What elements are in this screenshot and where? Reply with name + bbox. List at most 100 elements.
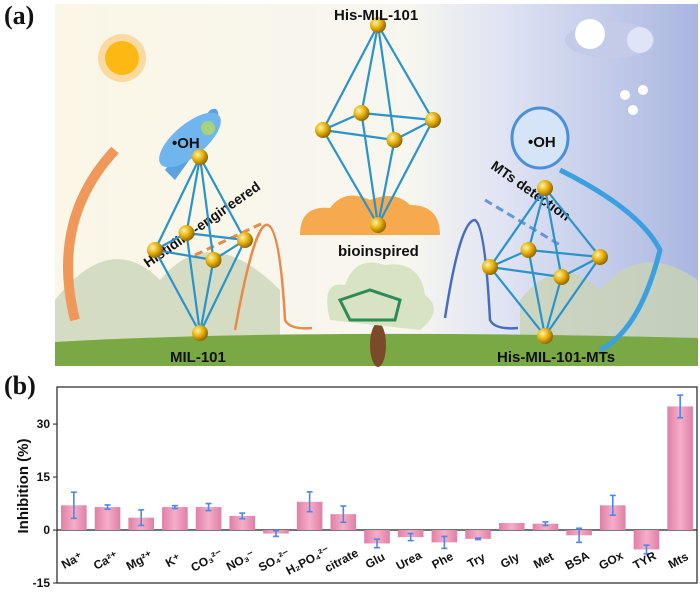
bar: [465, 530, 491, 539]
metal-node: [237, 232, 253, 248]
bond: [528, 248, 601, 259]
bar: [667, 406, 693, 531]
rain-cloud-icon: [565, 19, 655, 115]
metal-node: [192, 149, 208, 165]
metal-node: [370, 217, 386, 233]
panel-a-label: (a): [4, 1, 34, 30]
metal-node: [370, 17, 386, 33]
orange-cloud: [300, 195, 440, 235]
balloon-oh-label: •OH: [528, 134, 556, 151]
error-bar: [171, 504, 178, 510]
x-tick-label: K⁺: [163, 551, 183, 570]
rocket-icon: [63, 108, 221, 322]
bar: [162, 507, 188, 531]
bond: [199, 156, 246, 241]
bond: [543, 187, 563, 278]
bond: [154, 156, 201, 251]
bond: [185, 232, 202, 334]
error-bar: [205, 502, 212, 512]
his-mil-101-title: His-MIL-101: [334, 7, 418, 24]
y-tick-label: 30: [37, 417, 51, 431]
error-bar: [104, 504, 111, 510]
error-bar: [374, 538, 380, 549]
panel-a-illustration: •OH •OH Histidine-engineered MTs detecti…: [55, 4, 698, 367]
bar-chart: Inhibition (%) -1501530Na⁺Ca²⁺Mg²⁺K⁺CO₃²…: [15, 386, 698, 590]
error-bar: [576, 527, 583, 544]
bond: [185, 156, 202, 234]
bond: [544, 187, 601, 258]
bioinspired-label: bioinspired: [338, 243, 419, 260]
bond: [360, 112, 380, 226]
bond: [198, 156, 215, 261]
octahedron-structure: [147, 149, 253, 341]
bond: [543, 276, 563, 337]
bond: [489, 187, 546, 268]
bond: [322, 24, 379, 131]
metal-node: [553, 269, 570, 285]
bond: [199, 239, 246, 334]
error-bar: [677, 394, 684, 419]
error-bar: [407, 532, 414, 542]
dashed-arrow-right: [484, 198, 561, 247]
error-bar: [475, 537, 482, 541]
balloon-icon: [510, 106, 663, 353]
y-tick-label: 0: [43, 523, 50, 537]
tree-icon: [327, 262, 434, 367]
rocket-oh-label: •OH: [172, 135, 200, 152]
bond: [527, 249, 547, 337]
metal-node: [537, 180, 553, 196]
bond: [198, 259, 215, 334]
bond: [154, 248, 214, 262]
bar: [364, 530, 390, 544]
error-bar: [542, 521, 549, 527]
metal-node: [482, 259, 498, 275]
error-bar: [70, 491, 77, 520]
plot-frame: [56, 386, 698, 584]
metal-node: [353, 105, 370, 121]
bond: [186, 231, 246, 242]
metal-node: [178, 225, 195, 241]
bond: [544, 256, 601, 337]
metal-node: [592, 249, 608, 265]
error-bar: [441, 535, 448, 550]
mil-101-label: MIL-101: [170, 349, 226, 366]
bond: [322, 129, 379, 226]
metal-node: [425, 112, 441, 128]
bond: [376, 139, 396, 226]
bond: [377, 24, 434, 121]
octahedra: [147, 17, 608, 344]
metal-node: [315, 122, 331, 138]
error-bar: [306, 491, 313, 513]
peak-curve-right: [443, 218, 519, 330]
bond: [376, 24, 396, 141]
bond: [360, 24, 380, 114]
metal-node: [537, 328, 553, 344]
bond: [489, 265, 562, 279]
error-bar: [239, 512, 246, 520]
his-mil-101-mts-label: His-MIL-101-MTs: [497, 349, 615, 366]
metal-node: [205, 252, 222, 268]
y-tick-label: 15: [37, 470, 51, 484]
bar: [229, 515, 256, 531]
octahedron-structure: [315, 17, 441, 233]
error-bar: [643, 544, 650, 555]
sun-icon: [98, 34, 146, 82]
bar: [94, 507, 121, 531]
bar: [498, 522, 525, 531]
bond: [377, 119, 434, 226]
error-bar: [609, 494, 616, 516]
metal-node: [147, 242, 163, 258]
bond: [154, 249, 201, 334]
bar: [195, 507, 222, 531]
y-tick-label: -15: [33, 576, 51, 590]
bar: [633, 530, 660, 550]
error-bar: [138, 509, 145, 527]
metal-node: [192, 325, 208, 341]
y-axis-label: Inhibition (%): [15, 439, 32, 534]
metal-node: [520, 242, 537, 258]
bar: [532, 523, 559, 531]
panel-b-label: (b): [4, 371, 36, 400]
bond: [361, 111, 434, 122]
error-bar: [272, 529, 279, 538]
